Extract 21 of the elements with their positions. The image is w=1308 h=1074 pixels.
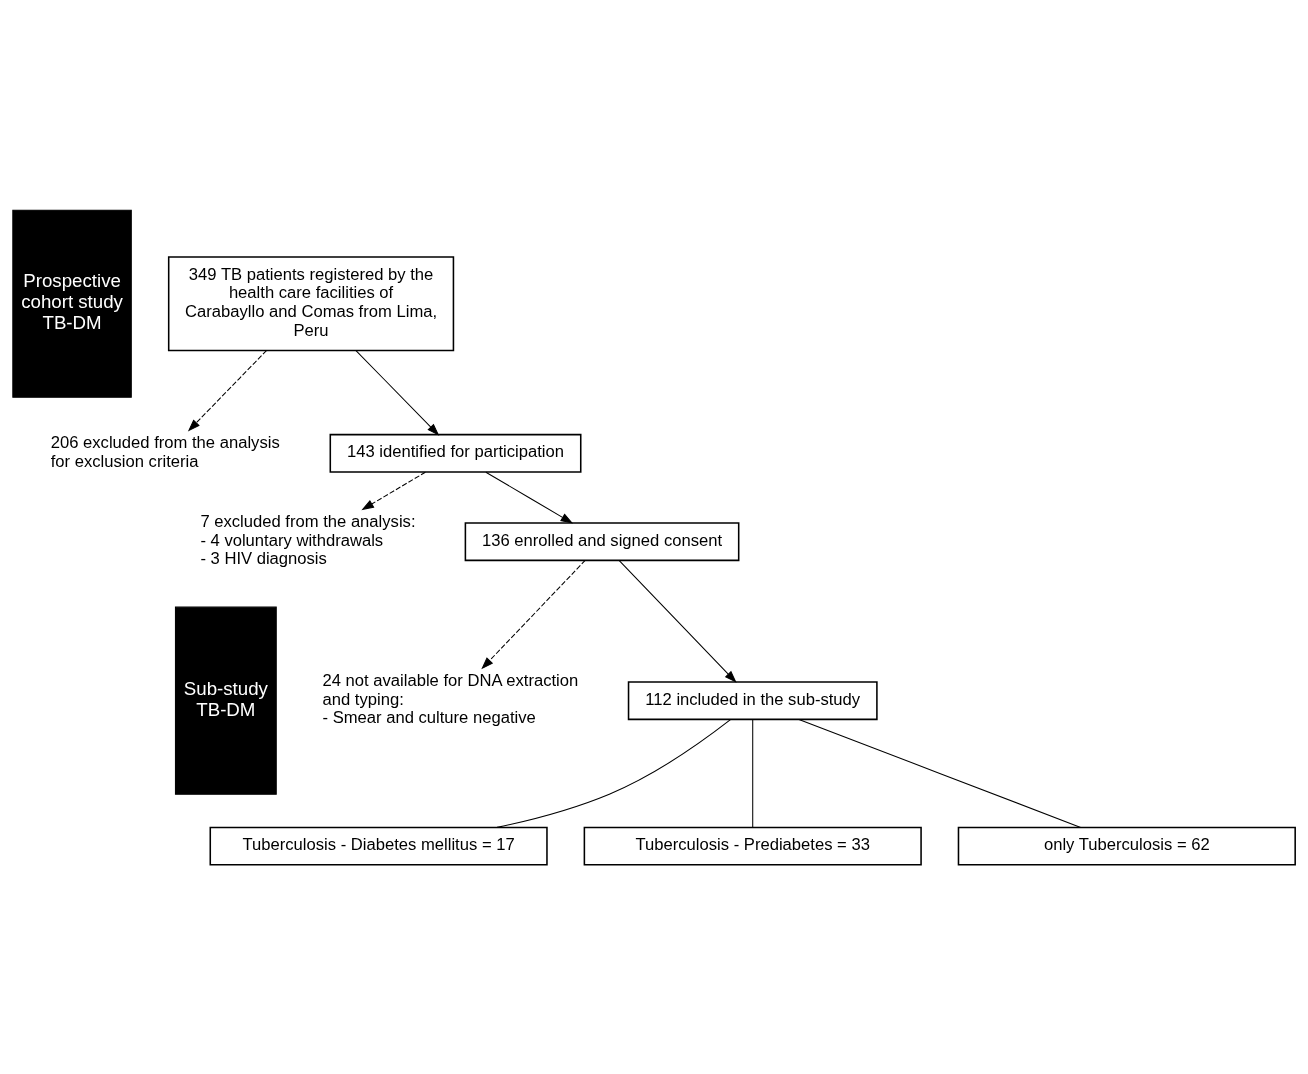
node-text: 24 not available for DNA extraction and typing: - Smear and culture negative [322,670,579,727]
node-box: Tuberculosis - Prediabetes = 33 [583,826,922,866]
arrow [485,471,574,524]
node-box: only Tuberculosis = 62 [957,826,1296,866]
arrow [618,559,737,683]
node-box: 112 included in the sub-study [627,680,878,720]
arrow [361,471,426,510]
connector [752,718,754,827]
arrow [355,349,440,436]
node-box: 349 TB patients registered by the health care facilities of Carabayllo and Comas from Lima, Peru [167,255,455,351]
node-box: 143 identified for participation [329,433,582,473]
node-box: Prospective cohort study TB-DM [12,209,132,398]
connector [496,718,732,828]
arrow [481,559,586,669]
node-box: Tuberculosis - Diabetes mellitus = 17 [209,826,548,866]
connector [798,718,1082,828]
node-text: 206 excluded from the analysis for exclusion criteria [50,432,280,471]
node-box: 136 enrolled and signed consent [464,521,740,561]
node-text: 7 excluded from the analysis: - 4 voluntary withdrawals - 3 HIV diagnosis [200,511,416,568]
node-box: Sub-study TB-DM [174,606,277,795]
arrow [187,349,267,431]
